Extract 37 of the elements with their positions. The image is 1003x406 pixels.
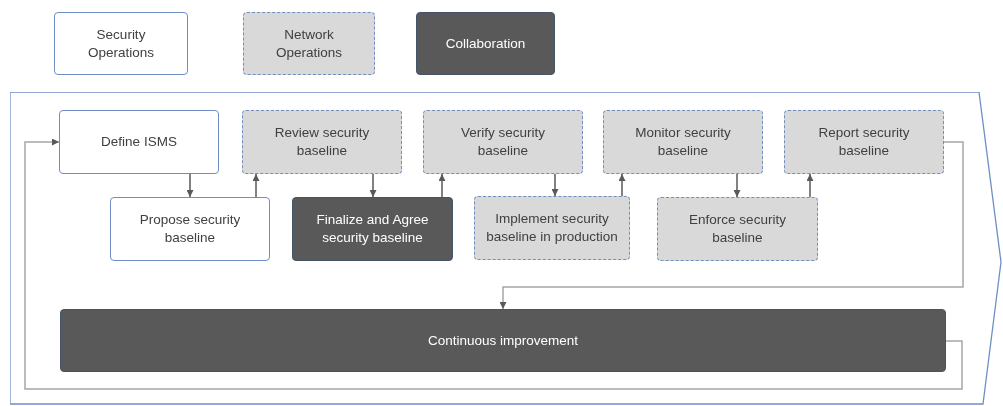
- process-box: [110, 197, 270, 261]
- process-box: [54, 12, 188, 75]
- box-label: Review security baseline: [273, 124, 371, 160]
- arrow: [24, 138, 963, 390]
- process-box: [242, 110, 402, 174]
- process-box: [416, 12, 555, 75]
- process-box: [59, 110, 219, 174]
- chevron-frame: [10, 92, 1003, 406]
- arrow: [733, 173, 741, 198]
- box-label: Collaboration: [445, 34, 526, 53]
- box-label: Finalize and Agree security baseline: [315, 211, 430, 247]
- arrow: [806, 173, 814, 198]
- arrow: [369, 173, 377, 198]
- box-label: Verify security baseline: [460, 124, 546, 160]
- process-box: [243, 12, 375, 75]
- arrow: [186, 173, 194, 198]
- arrow: [499, 141, 964, 310]
- box-label: Enforce security baseline: [688, 211, 787, 247]
- process-box: [603, 110, 763, 174]
- arrow: [438, 173, 446, 198]
- box-label: Define ISMS: [101, 133, 177, 151]
- process-box: [657, 197, 818, 261]
- arrow: [618, 173, 626, 197]
- box-label: Network Operations: [274, 25, 343, 62]
- process-box: [292, 197, 453, 261]
- process-box: [784, 110, 944, 174]
- process-box: [60, 309, 946, 372]
- box-label: Monitor security baseline: [634, 124, 732, 160]
- process-box: [423, 110, 583, 174]
- arrow: [551, 173, 559, 197]
- process-box: [474, 196, 630, 260]
- box-label: Propose security baseline: [138, 211, 242, 247]
- box-label: Continuous improvement: [427, 331, 579, 350]
- box-label: Security Operations: [86, 25, 155, 62]
- box-label: Report security baseline: [817, 124, 911, 160]
- box-label: Implement security baseline in production: [485, 210, 619, 246]
- arrow: [252, 173, 260, 198]
